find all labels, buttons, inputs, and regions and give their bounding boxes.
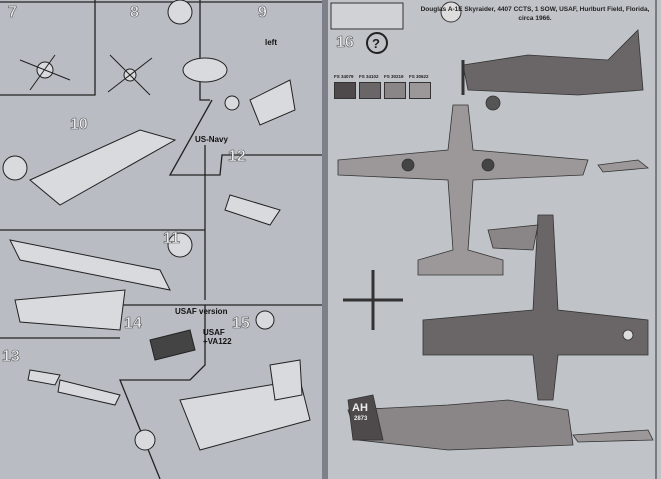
step-9: 9	[258, 4, 268, 22]
step-8: 8	[130, 4, 140, 22]
label-usaf-version: USAF version	[175, 307, 228, 316]
step-14: 14	[124, 315, 142, 333]
step-7: 7	[8, 4, 18, 22]
painting-diagrams: ?	[330, 0, 657, 479]
paint-swatch	[409, 82, 431, 99]
tail-number: 2873	[354, 416, 368, 422]
paint-swatch	[384, 82, 406, 99]
label-us-navy: US-Navy	[195, 135, 228, 144]
label-left: left	[265, 38, 277, 47]
tail-code: AH	[352, 402, 368, 414]
paint-code: FS 30219	[384, 74, 404, 79]
step-12: 12	[228, 148, 246, 166]
step-13: 13	[2, 348, 20, 366]
paint-code: FS 34079	[334, 74, 354, 79]
instruction-page-right: ? Douglas A-1E Skyraider, 4407 CCTS, 1 S…	[328, 0, 661, 479]
paint-swatch	[359, 82, 381, 99]
svg-text:?: ?	[372, 36, 380, 51]
assembly-drawings	[0, 0, 322, 479]
instruction-page-left: 7 8 9 10 11 12 13 14 15 left US-Navy USA…	[0, 0, 322, 479]
step-11: 11	[163, 230, 181, 248]
label-usaf-va122: USAF +VA122	[203, 328, 232, 346]
paint-swatch	[334, 82, 356, 99]
step-15: 15	[232, 315, 250, 333]
paint-code: FS 30622	[409, 74, 429, 79]
step-16: 16	[336, 34, 354, 52]
scheme-title: Douglas A-1E Skyraider, 4407 CCTS, 1 SOW…	[420, 6, 650, 22]
paint-code: FS 34102	[359, 74, 379, 79]
step-10: 10	[70, 116, 88, 134]
